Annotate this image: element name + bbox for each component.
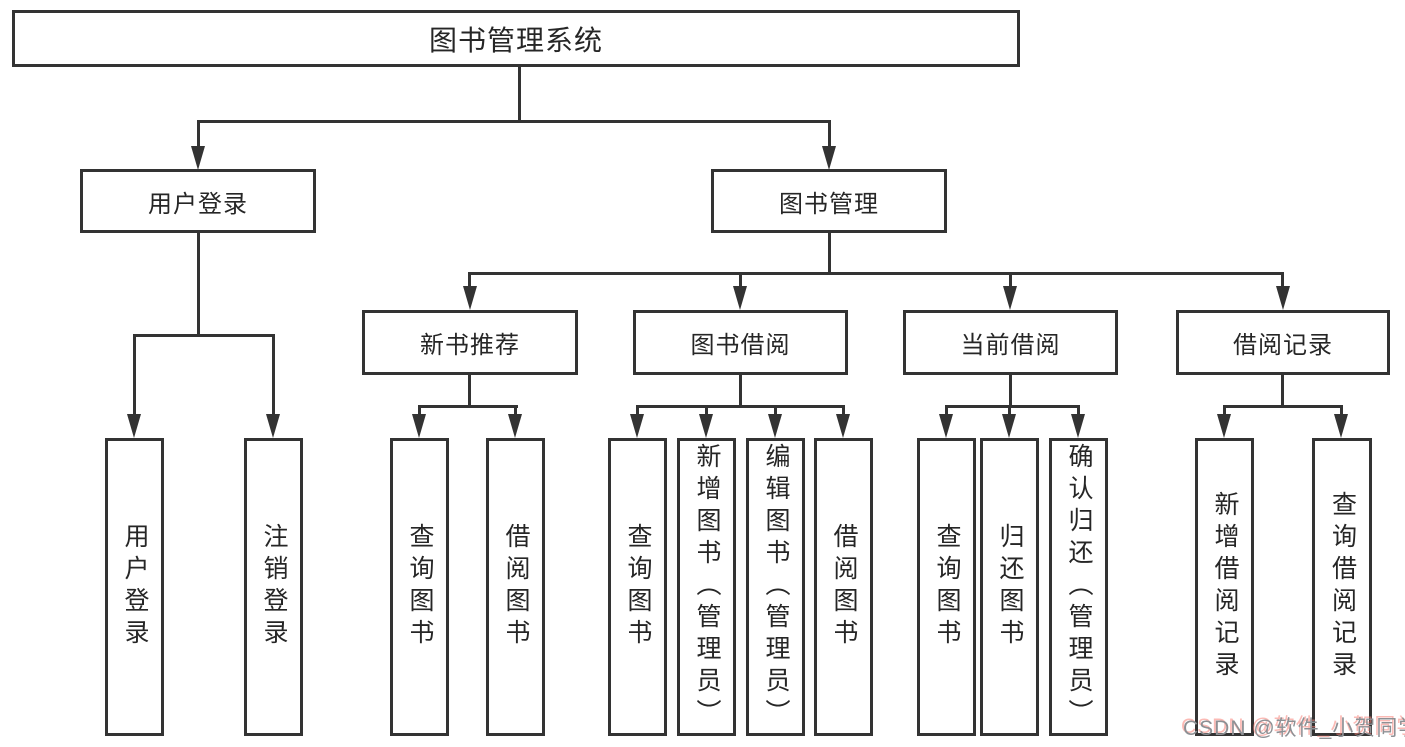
leaf-bb-borrow-book: 借阅图书 [814, 438, 873, 736]
connector-drop [1340, 405, 1343, 418]
connector-level2-rail [197, 120, 831, 123]
leaf-user-login: 用户登录 [105, 438, 164, 736]
connector-rail [945, 405, 1080, 408]
leaf-cb-confirm-return-label: 确认归还（管理员） [1065, 443, 1093, 731]
connector-user-login-rail [133, 334, 275, 337]
arrow-down-icon [733, 286, 747, 310]
leaf-br-query-record-label: 查询借阅记录 [1328, 491, 1357, 683]
arrow-down-icon [1334, 414, 1348, 438]
node-book-management: 图书管理 [711, 169, 947, 233]
node-book-management-label: 图书管理 [779, 190, 879, 218]
connector-drop [705, 405, 708, 418]
leaf-br-query-record: 查询借阅记录 [1312, 438, 1372, 736]
connector-drop [1008, 405, 1011, 418]
arrow-down-icon [191, 146, 205, 170]
arrow-down-icon [822, 146, 836, 170]
leaf-cb-query-book: 查询图书 [917, 438, 976, 736]
connector-drop [945, 405, 948, 418]
arrow-down-icon [127, 414, 141, 438]
node-current-borrow: 当前借阅 [903, 310, 1118, 375]
arrow-down-icon [836, 414, 850, 438]
connector-drop [133, 334, 136, 418]
leaf-rec-borrow-book-label: 借阅图书 [502, 523, 530, 651]
arrow-down-icon [412, 414, 426, 438]
node-borrow-records-label: 借阅记录 [1233, 332, 1333, 359]
leaf-bb-query-book-label: 查询图书 [624, 523, 652, 651]
node-book-borrow: 图书借阅 [633, 310, 848, 375]
node-new-book-recommend-label: 新书推荐 [420, 332, 520, 359]
arrow-down-icon [1071, 414, 1085, 438]
connector-book-mgmt-stem [828, 232, 831, 274]
arrow-down-icon [1002, 414, 1016, 438]
connector-drop [418, 405, 421, 418]
leaf-bb-add-book-label: 新增图书（管理员） [693, 443, 721, 731]
connector-stem [739, 374, 742, 408]
leaf-bb-add-book: 新增图书（管理员） [677, 438, 736, 736]
connector-drop [1223, 405, 1226, 418]
leaf-bb-edit-book: 编辑图书（管理员） [746, 438, 805, 736]
connector-drop [468, 272, 471, 290]
arrow-down-icon [630, 414, 644, 438]
leaf-br-add-record-label: 新增借阅记录 [1211, 491, 1239, 683]
connector-stem [468, 374, 471, 408]
connector-root-stem [518, 67, 521, 122]
arrow-down-icon [1217, 414, 1231, 438]
node-new-book-recommend: 新书推荐 [362, 310, 578, 375]
leaf-rec-query-book-label: 查询图书 [406, 523, 434, 651]
arrow-down-icon [1003, 286, 1017, 310]
connector-drop [636, 405, 639, 418]
leaf-bb-edit-book-label: 编辑图书（管理员） [762, 443, 790, 731]
leaf-cb-query-book-label: 查询图书 [933, 523, 961, 651]
arrow-down-icon [266, 414, 280, 438]
connector-drop [1281, 272, 1284, 290]
node-root-label: 图书管理系统 [428, 24, 603, 56]
connector-drop [739, 272, 742, 290]
connector-rail [418, 405, 518, 408]
leaf-bb-borrow-book-label: 借阅图书 [830, 523, 858, 651]
connector-stem [1281, 374, 1284, 408]
connector-drop [828, 120, 831, 150]
leaf-rec-query-book: 查询图书 [390, 438, 449, 736]
connector-drop [842, 405, 845, 418]
leaf-user-login-label: 用户登录 [121, 523, 149, 651]
arrow-down-icon [768, 414, 782, 438]
connector-drop [197, 120, 200, 150]
leaf-cb-return-book: 归还图书 [980, 438, 1039, 736]
arrow-down-icon [508, 414, 522, 438]
connector-drop [1009, 272, 1012, 290]
connector-drop [774, 405, 777, 418]
csdn-watermark: CSDN @软件_小贺同学 [1183, 717, 1405, 740]
connector-drop [272, 334, 275, 418]
connector-user-login-stem [197, 232, 200, 336]
connector-rail [636, 405, 845, 408]
node-book-borrow-label: 图书借阅 [690, 332, 791, 359]
leaf-rec-borrow-book: 借阅图书 [486, 438, 545, 736]
connector-drop [1077, 405, 1080, 418]
node-borrow-records: 借阅记录 [1176, 310, 1390, 375]
node-user-login-label: 用户登录 [148, 190, 248, 218]
leaf-br-add-record: 新增借阅记录 [1195, 438, 1254, 736]
arrow-down-icon [463, 286, 477, 310]
node-current-borrow-label: 当前借阅 [960, 332, 1061, 359]
connector-stem [1009, 374, 1012, 408]
leaf-logout-label: 注销登录 [260, 523, 288, 651]
arrow-down-icon [939, 414, 953, 438]
leaf-cb-return-book-label: 归还图书 [996, 523, 1024, 651]
node-root: 图书管理系统 [12, 10, 1020, 67]
arrow-down-icon [1276, 286, 1290, 310]
connector-rail [1223, 405, 1343, 408]
leaf-cb-confirm-return: 确认归还（管理员） [1049, 438, 1108, 736]
connector-level3-rail [468, 272, 1284, 275]
connector-drop [514, 405, 517, 418]
arrow-down-icon [699, 414, 713, 438]
node-user-login: 用户登录 [80, 169, 316, 233]
leaf-logout: 注销登录 [244, 438, 303, 736]
leaf-bb-query-book: 查询图书 [608, 438, 667, 736]
